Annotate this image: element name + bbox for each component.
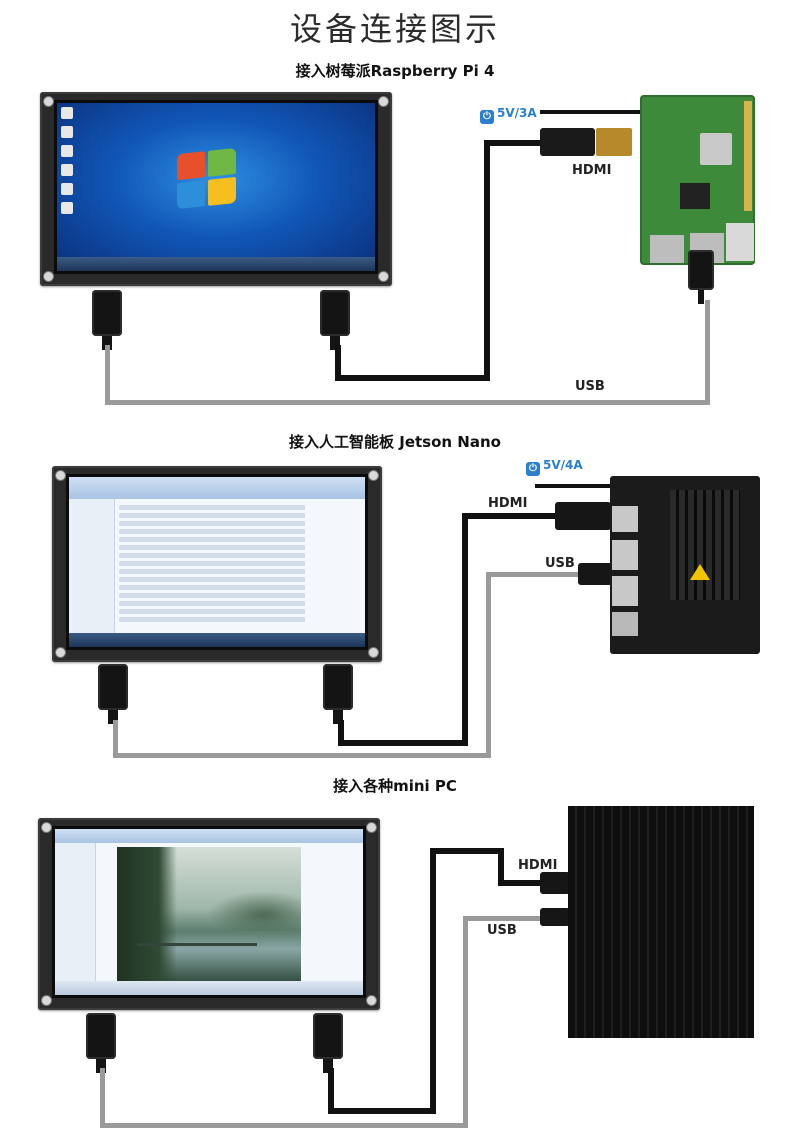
power-label-1: ⏻5V/3A xyxy=(480,106,537,124)
usb-plug-1 xyxy=(320,290,350,350)
screen-file-explorer xyxy=(69,477,365,647)
screen-windows7-desktop xyxy=(57,103,375,271)
raspberry-pi-board xyxy=(640,95,755,265)
hdmi-cable-1 xyxy=(335,345,341,381)
screen-photo-viewer xyxy=(55,829,363,995)
hdmi-label-2: HDMI xyxy=(488,496,528,511)
hdmi-adapter xyxy=(540,128,595,156)
usb-cable-3 xyxy=(100,1068,105,1128)
page-title: 设备连接图示 xyxy=(289,10,500,48)
usb-cable-2 xyxy=(113,720,118,758)
usb-cable-1 xyxy=(105,345,110,405)
usb-plug-2 xyxy=(323,664,353,724)
hdmi-plug-1 xyxy=(92,290,122,350)
power-label-2: ⏻5V/4A xyxy=(526,458,583,476)
usb-plug-3 xyxy=(313,1013,343,1073)
usb-label-1: USB xyxy=(575,379,605,394)
hdmi-label-3: HDMI xyxy=(518,858,558,873)
hdmi-cable-3 xyxy=(328,1068,334,1114)
landscape-photo xyxy=(117,847,301,983)
windows-logo-icon xyxy=(177,147,237,210)
usb-label-2: USB xyxy=(545,556,575,571)
display-panel-2 xyxy=(52,466,382,662)
jetson-nano-board xyxy=(610,476,760,654)
section-heading-jetson-nano: 接入人工智能板 Jetson Nano xyxy=(289,433,501,451)
hdmi-plug-2 xyxy=(98,664,128,724)
section-heading-raspberry-pi: 接入树莓派Raspberry Pi 4 xyxy=(295,62,495,80)
power-icon: ⏻ xyxy=(526,462,540,476)
mini-pc-box xyxy=(568,806,754,1038)
power-icon: ⏻ xyxy=(480,110,494,124)
display-panel-3 xyxy=(38,818,380,1010)
section-heading-mini-pc: 接入各种mini PC xyxy=(333,777,457,795)
hdmi-cable-2 xyxy=(338,720,344,746)
usb-plug-pi xyxy=(688,250,714,304)
hdmi-label-1: HDMI xyxy=(572,163,612,178)
display-panel-1 xyxy=(40,92,392,286)
usb-label-3: USB xyxy=(487,923,517,938)
hdmi-plug-3 xyxy=(86,1013,116,1073)
